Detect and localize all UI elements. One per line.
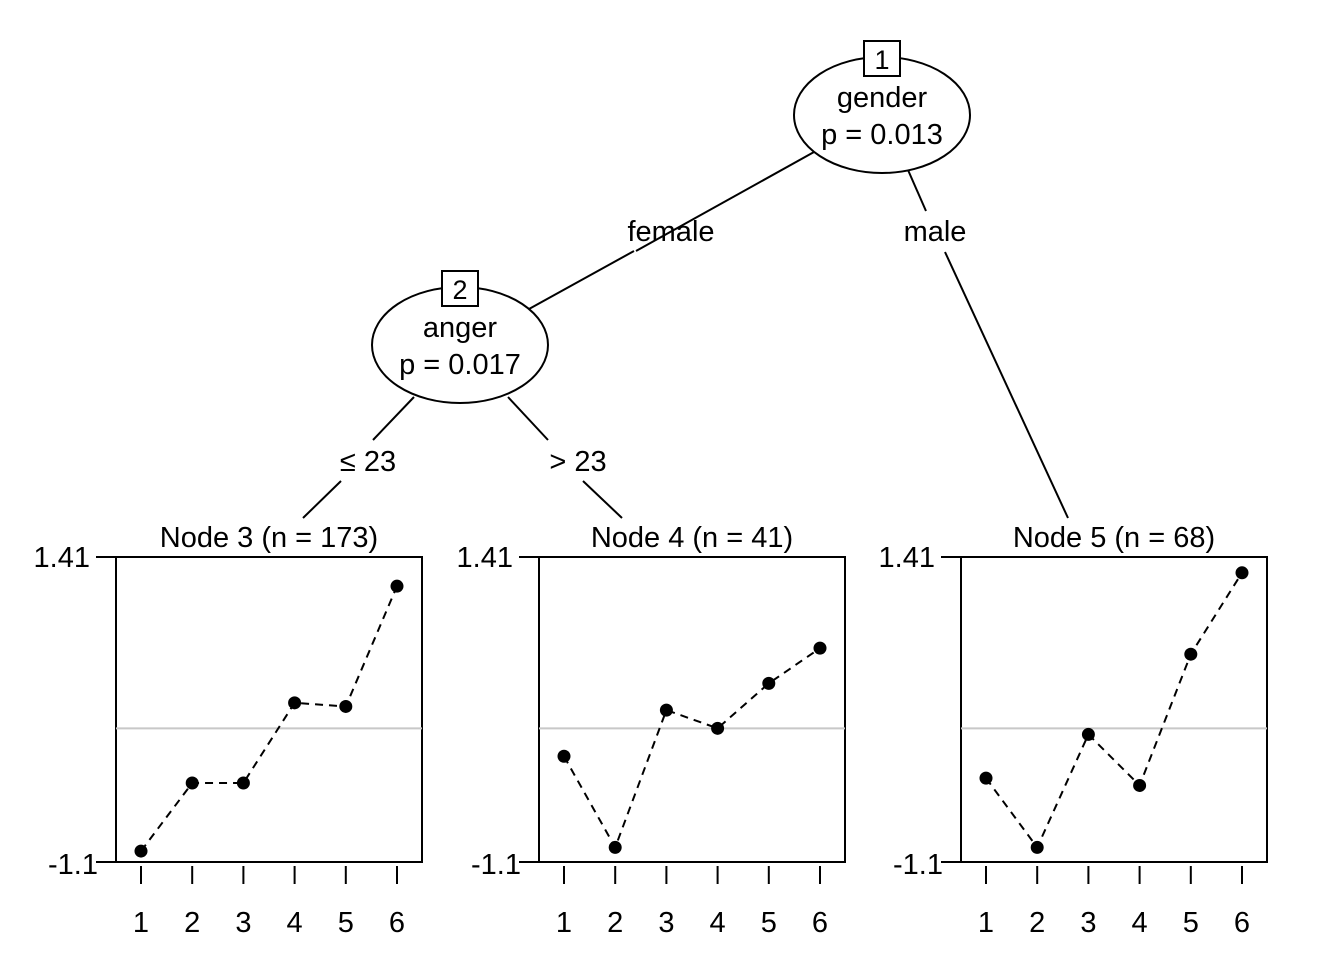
edge-anger-gt-lower: [582, 480, 623, 519]
data-point: [659, 703, 673, 717]
data-point: [390, 579, 404, 593]
edge-gender-male-upper: [907, 169, 927, 212]
x-tick-label: 4: [710, 907, 726, 939]
inner-node-2: 2 anger p = 0.017: [371, 270, 549, 404]
x-tick-label: 2: [1029, 907, 1045, 939]
node-variable: anger: [423, 312, 498, 344]
x-tick-label: 1: [133, 907, 149, 939]
data-point: [813, 641, 827, 655]
data-point: [339, 699, 353, 713]
x-tick-label: 4: [1132, 907, 1148, 939]
x-tick-label: 5: [1183, 907, 1199, 939]
node-id-box: [441, 270, 479, 307]
x-tick-label: 3: [658, 907, 674, 939]
data-point: [1030, 840, 1044, 854]
x-tick-label: 1: [556, 907, 572, 939]
data-point: [1081, 727, 1095, 741]
data-point: [711, 721, 725, 735]
series-line: [140, 585, 398, 852]
data-point: [1184, 647, 1198, 661]
terminal-node-panel: Node 4 (n = 41) 1.41 -1.1 1 2 3 4 5 6: [457, 522, 846, 939]
series-line: [563, 647, 821, 850]
x-tick-label: 5: [338, 907, 354, 939]
panel-frame: [115, 556, 423, 863]
node-p-value: p = 0.013: [821, 119, 943, 151]
data-point: [762, 676, 776, 690]
panel-frame: [538, 556, 846, 863]
panel-title: Node 4 (n = 41): [591, 522, 793, 554]
edge-label-gt-23: > 23: [549, 446, 606, 478]
edge-label-male: male: [904, 216, 967, 248]
node-id-box: [863, 40, 901, 77]
y-tick-label: -1.1: [471, 849, 521, 881]
x-tick-label: 3: [235, 907, 251, 939]
edge-gender-female-upper: [635, 151, 815, 252]
edge-anger-gt-upper: [507, 396, 549, 441]
terminal-node-panel: Node 3 (n = 173) 1.41 -1.1 1 2 3 4 5 6: [34, 522, 423, 939]
edge-anger-le-lower: [302, 480, 342, 519]
inner-node-1: 1 gender p = 0.013: [793, 40, 971, 174]
node-variable: gender: [837, 82, 928, 114]
x-tick-label: 3: [1080, 907, 1096, 939]
data-point: [608, 840, 622, 854]
edge-label-le-23: ≤ 23: [340, 446, 396, 478]
x-tick-label: 6: [1234, 907, 1250, 939]
panel-title: Node 3 (n = 173): [160, 522, 378, 554]
data-point: [979, 771, 993, 785]
y-tick-label: -1.1: [893, 849, 943, 881]
edge-anger-le-upper: [372, 396, 415, 441]
data-point: [185, 776, 199, 790]
x-tick-label: 6: [389, 907, 405, 939]
data-point: [236, 776, 250, 790]
x-tick-label: 5: [761, 907, 777, 939]
y-tick-label: 1.41: [457, 542, 513, 574]
edge-label-female: female: [627, 216, 714, 248]
node-p-value: p = 0.017: [399, 349, 521, 381]
x-tick-label: 1: [978, 907, 994, 939]
panel-title: Node 5 (n = 68): [1013, 522, 1215, 554]
y-tick-label: 1.41: [879, 542, 935, 574]
x-tick-label: 2: [607, 907, 623, 939]
data-point: [288, 696, 302, 710]
node-id: 2: [452, 275, 467, 305]
edge-gender-male-lower: [944, 251, 1069, 519]
terminal-node-panel: Node 5 (n = 68) 1.41 -1.1 1 2 3 4 5 6: [879, 522, 1268, 939]
edge-gender-female-lower: [528, 250, 635, 310]
data-point: [557, 749, 571, 763]
data-point: [134, 844, 148, 858]
x-tick-label: 4: [287, 907, 303, 939]
series-line: [985, 572, 1243, 850]
data-point: [1133, 778, 1147, 792]
y-tick-label: -1.1: [48, 849, 98, 881]
panel-frame: [960, 556, 1268, 863]
x-tick-label: 2: [184, 907, 200, 939]
x-tick-label: 6: [812, 907, 828, 939]
node-id: 1: [874, 45, 889, 75]
data-point: [1235, 566, 1249, 580]
y-tick-label: 1.41: [34, 542, 90, 574]
